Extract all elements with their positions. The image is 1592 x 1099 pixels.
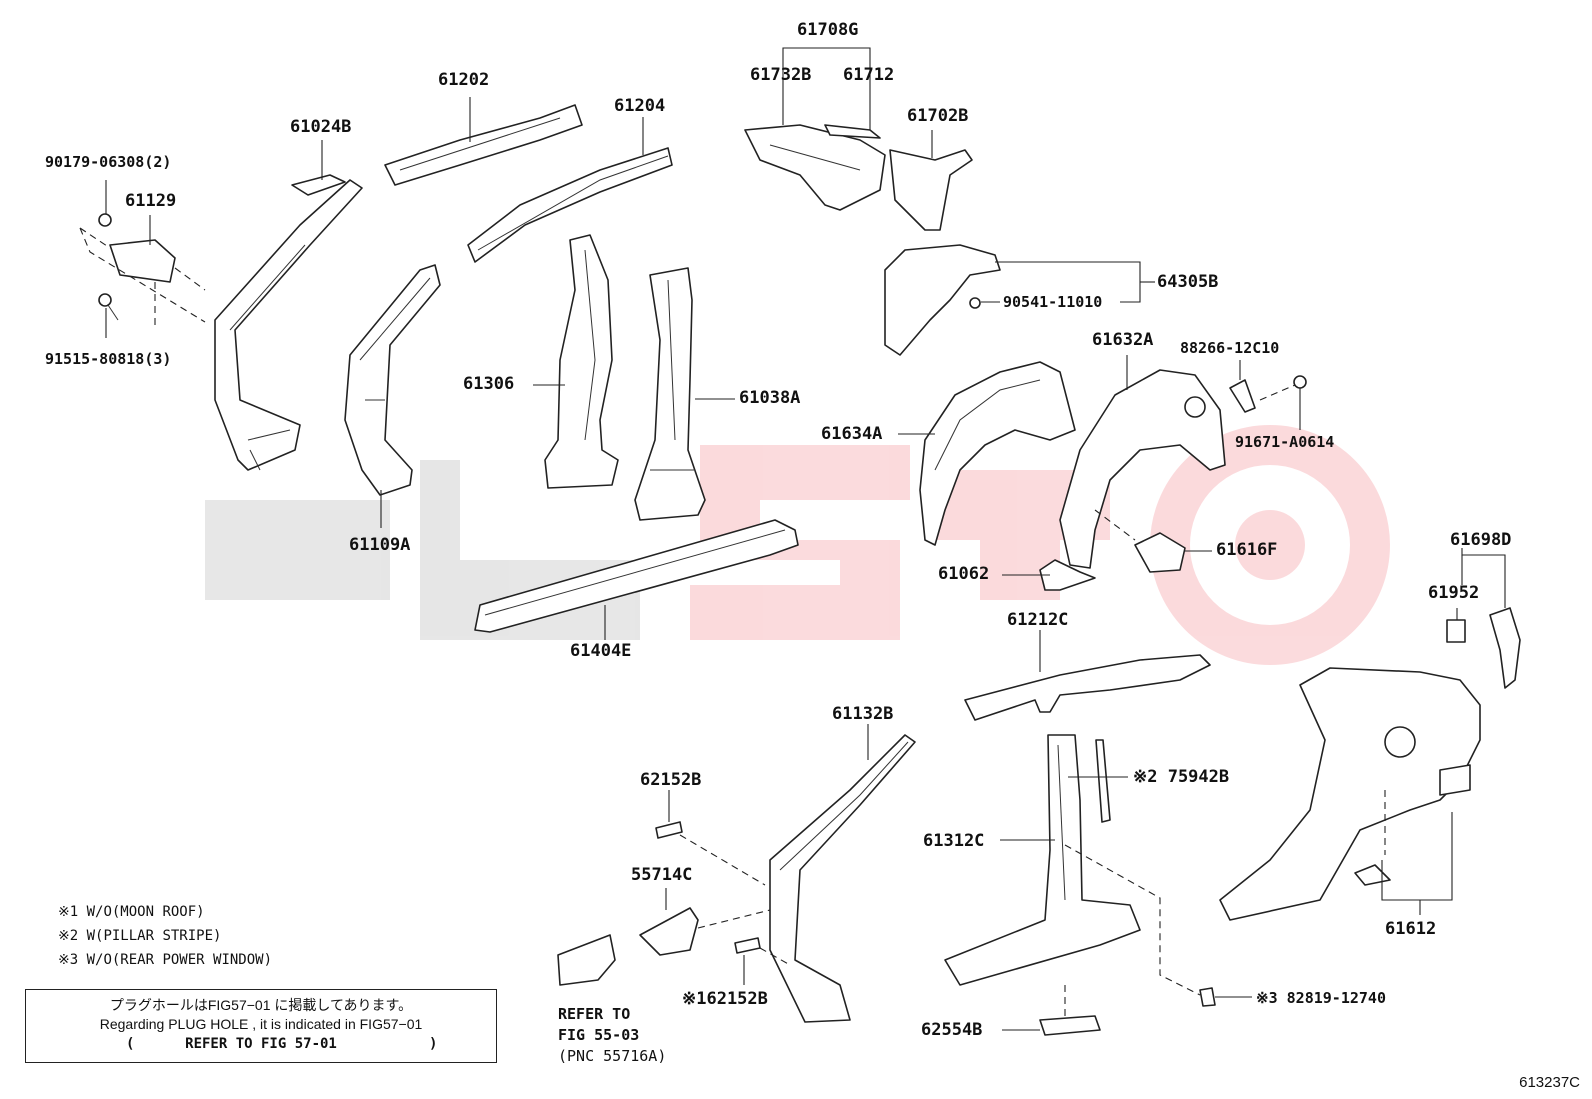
- label-61732b: 61732B: [750, 65, 812, 85]
- figure-id: 613237C: [1519, 1074, 1580, 1091]
- label-61038a: 61038A: [739, 388, 801, 408]
- part-61202: [384, 104, 583, 186]
- leader-lines: [105, 47, 1506, 1031]
- plug-hole-line-jp: プラグホールはFIG57−01 に掲載してあります。: [109, 997, 413, 1013]
- label-61712: 61712: [843, 65, 895, 85]
- part-61212c: [964, 654, 1211, 721]
- label-75942b: ※2 75942B: [1133, 767, 1230, 787]
- plug-hole-refer: ( REFER TO FIG 57-01 ): [26, 1036, 496, 1052]
- label-61634a: 61634A: [821, 424, 883, 444]
- label-61616f: 61616F: [1216, 540, 1278, 560]
- part-82819: [1199, 987, 1216, 1007]
- label-90179-06308: 90179-06308(2): [45, 153, 172, 171]
- part-61129: [98, 213, 176, 321]
- part-61109a: [344, 264, 441, 496]
- label-61312c: 61312C: [923, 831, 985, 851]
- label-62554b: 62554B: [921, 1020, 983, 1040]
- label-61062: 61062: [938, 564, 990, 584]
- part-61634a: [919, 361, 1076, 546]
- label-88266-12c10: 88266-12C10: [1180, 339, 1280, 357]
- plug-hole-notice: プラグホールはFIG57−01 に掲載してあります。 Regarding PLU…: [25, 989, 497, 1063]
- label-61132b: 61132B: [832, 704, 894, 724]
- plug-hole-refer-text: REFER TO FIG 57-01: [185, 1036, 337, 1052]
- label-90541-11010: 90541-11010: [1003, 293, 1103, 311]
- refer-note: REFER TO FIG 55-03 (PNC 55716A): [558, 1004, 666, 1067]
- part-62554b: [1039, 1015, 1101, 1036]
- label-62152b: 62152B: [640, 770, 702, 790]
- label-61306: 61306: [463, 374, 515, 394]
- label-91671-a0614: 91671-A0614: [1235, 433, 1335, 451]
- refer-line-1: REFER TO: [558, 1005, 631, 1023]
- part-62152b: [655, 821, 683, 839]
- refer-line-3: (PNC 55716A): [558, 1047, 667, 1065]
- label-55714c: 55714C: [631, 865, 693, 885]
- part-61024b: [214, 174, 363, 471]
- part-61312c: [944, 734, 1141, 986]
- part-61038a: [634, 267, 706, 521]
- label-64305b: 64305B: [1157, 272, 1219, 292]
- part-55714c: [639, 907, 699, 956]
- plug-hole-line-en: Regarding PLUG HOLE , it is indicated in…: [99, 1016, 423, 1032]
- note-1: ※1 W/O(MOON ROOF): [58, 904, 205, 920]
- note-2: ※2 W(PILLAR STRIPE): [58, 928, 222, 944]
- note-3: ※3 W/O(REAR POWER WINDOW): [58, 952, 273, 968]
- label-62152b-alt: ※162152B: [682, 989, 768, 1009]
- assembly-lines: [79, 227, 1386, 1018]
- part-61732b: [744, 124, 886, 211]
- part-61632a: [1059, 369, 1226, 569]
- part-55716a: [557, 934, 616, 986]
- part-61702b: [889, 149, 973, 231]
- part-61612: [1219, 667, 1481, 921]
- part-61132b: [769, 734, 916, 1023]
- label-61204: 61204: [614, 96, 666, 116]
- label-61632a: 61632A: [1092, 330, 1154, 350]
- refer-line-2: FIG 55-03: [558, 1026, 640, 1044]
- label-61129: 61129: [125, 191, 177, 211]
- part-64305b: [884, 244, 1001, 356]
- label-61952: 61952: [1428, 583, 1480, 603]
- label-61202: 61202: [438, 70, 490, 90]
- part-61616f: [1134, 532, 1186, 573]
- plug-hole-refer-close: ): [429, 1036, 438, 1052]
- label-61109a: 61109A: [349, 535, 411, 555]
- label-61702b: 61702B: [907, 106, 969, 126]
- label-61024b: 61024B: [290, 117, 352, 137]
- part-61204: [467, 147, 673, 263]
- label-61698d: 61698D: [1450, 530, 1512, 550]
- part-61404e: [474, 519, 799, 633]
- plug-hole-refer-open: (: [126, 1036, 135, 1052]
- part-75942b: [1095, 739, 1111, 823]
- label-82819-12740: ※3 82819-12740: [1256, 989, 1386, 1007]
- part-61062: [1039, 559, 1096, 591]
- part-61698d: [1446, 607, 1521, 689]
- label-61212c: 61212C: [1007, 610, 1069, 630]
- label-61612: 61612: [1385, 919, 1437, 939]
- part-62152b-alt: [734, 937, 761, 954]
- label-61708g: 61708G: [797, 20, 859, 40]
- part-88266: [1229, 375, 1307, 413]
- label-91515-80818: 91515-80818(3): [45, 350, 172, 368]
- label-61404e: 61404E: [570, 641, 632, 661]
- part-61306: [544, 234, 619, 489]
